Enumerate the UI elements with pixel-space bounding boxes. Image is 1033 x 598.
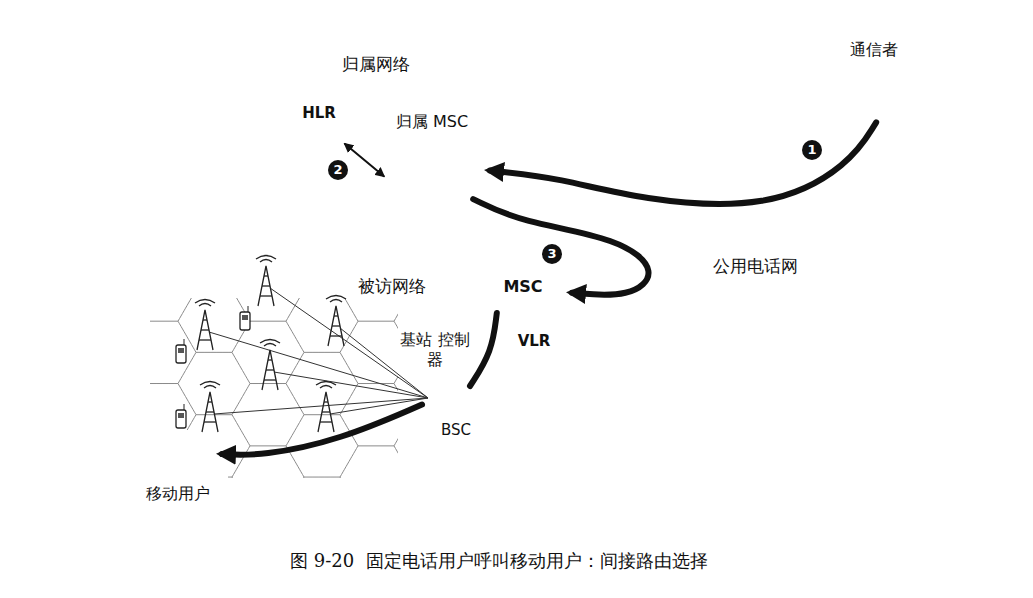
callout-number: 3 [542, 244, 562, 264]
call-route-arrow [345, 144, 384, 176]
call-route-arrow [473, 199, 648, 295]
base-station-controller: 基站 控制器 BSC [400, 328, 500, 444]
node-label: VLR [500, 332, 568, 351]
hlr-database: HLR [278, 82, 364, 146]
node-label: 基站 控制器 [400, 330, 470, 370]
node-label: BSC [422, 421, 490, 440]
callout-number: 2 [328, 160, 348, 180]
call-route-arrow [222, 405, 422, 455]
vlr-database: VLR [500, 312, 572, 368]
pstn-cloud: 公用电话网 [595, 168, 940, 373]
node-label: 通信者 [850, 40, 898, 60]
visited-network-region: MSC VLR 基站 控制器 BSC 移动用户 被访网络 [128, 248, 573, 518]
home-msc: 归属 MSC [378, 108, 490, 200]
mobile-user-car: 移动用户 [142, 436, 222, 508]
callout-number: 1 [802, 140, 822, 160]
node-label: 被访网络 [350, 274, 434, 299]
node-label: MSC [478, 277, 568, 297]
node-label: 归属 MSC [378, 112, 486, 132]
node-label: HLR [278, 104, 360, 123]
call-route-arrow [470, 313, 497, 386]
node-label: 归属网络 [334, 52, 418, 77]
home-network-region: HLR 归属 MSC 归属网络 [262, 32, 572, 254]
caller-phone: 通信者 [842, 40, 932, 124]
figure-caption: 图 9-20 固定电话用户呼叫移动用户：间接路由选择 [290, 549, 708, 573]
node-label: 移动用户 [146, 484, 210, 504]
call-route-arrow [490, 122, 876, 204]
node-label: 公用电话网 [713, 256, 798, 277]
visited-msc: MSC [478, 255, 572, 313]
